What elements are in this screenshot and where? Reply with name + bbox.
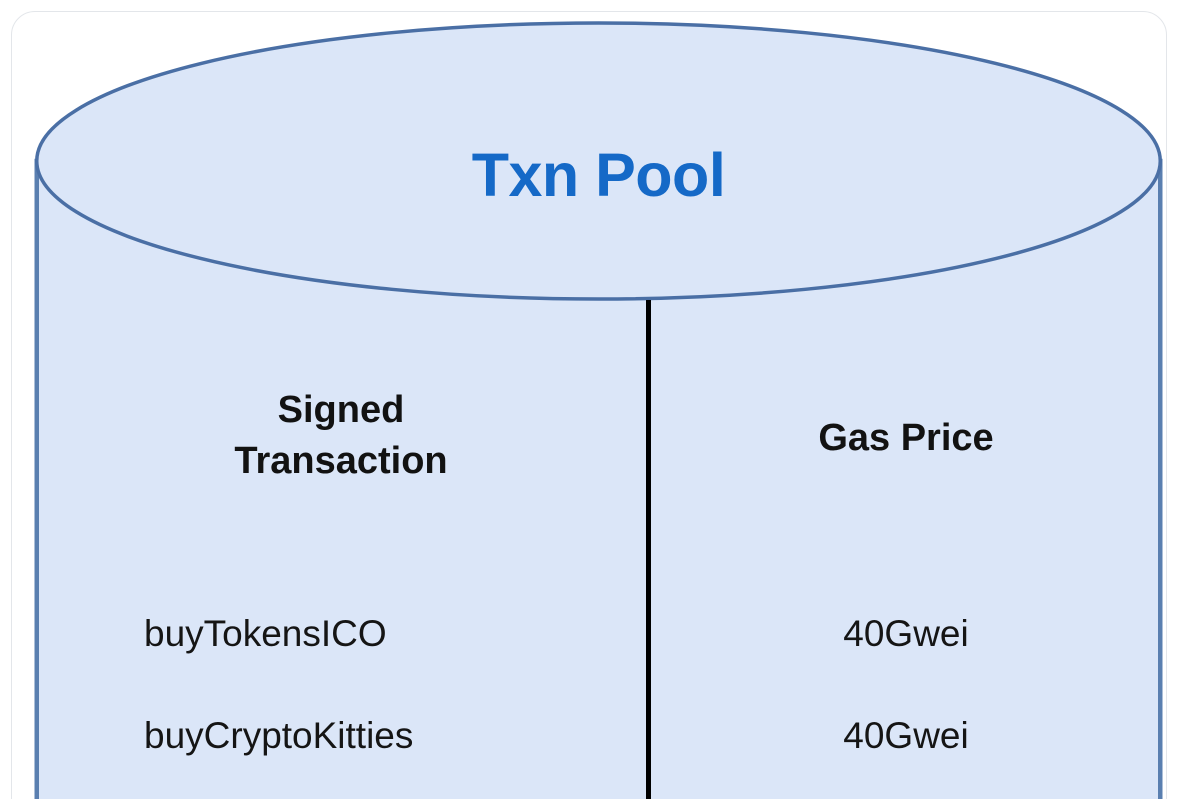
column-header-gas-price: Gas Price — [818, 417, 994, 459]
cylinder-lid-ellipse — [35, 21, 1162, 301]
table-row: 40Gwei — [843, 613, 969, 654]
table-row: buyTokensICO — [144, 613, 387, 654]
column-header-line2: Transaction — [234, 440, 448, 483]
txn-pool-cylinder — [34, 21, 1163, 799]
column-header-line1: Signed — [277, 389, 405, 431]
column-gas-price: Gas Price 40Gwei 40Gwei — [651, 300, 1161, 799]
table-row: 40Gwei — [843, 715, 969, 756]
column-signed-transaction: Signed Transaction buyTokensICO buyCrypt… — [36, 300, 646, 799]
column-divider — [646, 300, 651, 799]
page-title: Txn Pool — [471, 141, 726, 209]
cylinder-shape — [34, 21, 1163, 799]
table-row: buyCryptoKitties — [144, 715, 414, 756]
column-header-signed-transaction: Signed Transaction — [36, 385, 646, 488]
txn-pool-table: Signed Transaction buyTokensICO buyCrypt… — [36, 300, 1161, 799]
